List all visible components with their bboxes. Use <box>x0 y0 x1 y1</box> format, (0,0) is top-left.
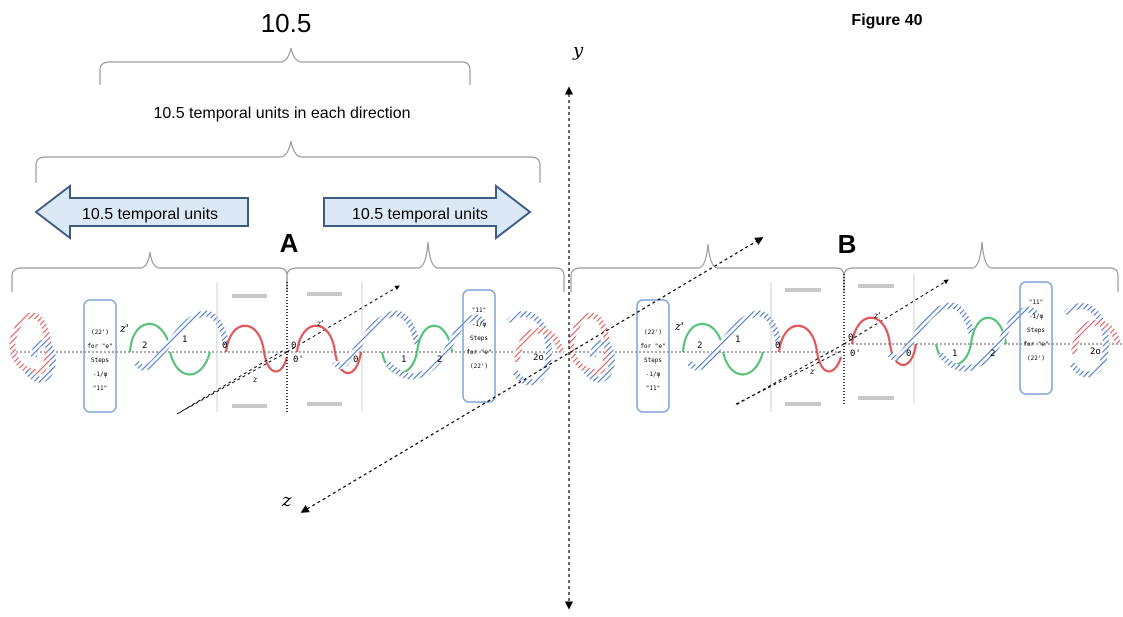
panel-1-box-line5: (22') <box>91 329 109 336</box>
point-a-label: A <box>280 228 299 258</box>
panel-4-label-two-o: 2o <box>1090 347 1101 357</box>
panel-4-label-two: 2 <box>990 349 995 359</box>
panel-1-label-one: 1 <box>182 335 187 345</box>
panel-4-box-line3: Steps <box>1027 327 1045 334</box>
panel-1-box-line3: Steps <box>91 357 109 364</box>
wave-panel-2: "11" -1/φ Steps for "e" (22') 0 0' 0 1 2… <box>176 282 564 415</box>
panel-1-label-zero: 0 <box>222 341 227 351</box>
panel-4-label-zprime: z' <box>873 311 880 320</box>
panel-2-label-zero: 0 <box>291 341 296 351</box>
span-caption: 10.5 temporal units in each direction <box>153 105 410 122</box>
panel-4-label-z: z <box>809 367 815 376</box>
panel-3-box-line5: (22') <box>644 329 662 336</box>
panel-2-label-zero-b: 0 <box>353 355 358 365</box>
panel-3-box-line3: Steps <box>644 357 662 364</box>
right-block-arrow: 10.5 temporal units <box>323 183 532 241</box>
panel-2-box-line3: Steps <box>470 335 488 342</box>
arrow-left-label: 10.5 temporal units <box>82 206 218 223</box>
upper-brace <box>99 47 471 85</box>
panel-3-box-line1: "11" <box>646 385 660 392</box>
panel-2-label-zero-prime: 0' <box>293 355 304 365</box>
panel-2-box-line1: "11" <box>472 307 486 314</box>
panel-1-label-zprime: z' <box>119 322 129 335</box>
panel-2-label-two: 2 <box>437 355 442 365</box>
top-value: 10.5 <box>261 8 312 38</box>
panel-4-label-zero: 0 <box>848 333 853 343</box>
panel-4-label-zero-b: 0 <box>906 349 911 359</box>
panel-4-box-line4: for "e" <box>1023 341 1048 348</box>
z-axis-label: z <box>281 490 292 511</box>
panel-4-box-line2: -1/φ <box>1029 313 1044 320</box>
panel-1-label-two: 2 <box>142 341 147 351</box>
panel-3-label-zero: 0 <box>775 341 780 351</box>
panel-2-label-zprime: z' <box>316 319 323 328</box>
panel-1-box-line1: "11" <box>93 385 107 392</box>
panel-2-label-one: 1 <box>401 355 406 365</box>
panel-4-box-line5: (22') <box>1027 355 1045 362</box>
panel-4-label-zero-prime: 0' <box>850 349 861 359</box>
z-axis <box>300 237 764 513</box>
panel-2-label-z: z <box>252 375 258 384</box>
panel-3-box-line2: -1/φ <box>646 371 661 378</box>
panel-3-box-line4: for "e" <box>640 343 665 350</box>
panel-4-box-line1: "11" <box>1029 299 1043 306</box>
panel-3-label-one: 1 <box>735 335 740 345</box>
wave-panel-1: (22') for "e" Steps -1/φ "11" 2 1 0 z' <box>9 282 289 415</box>
segment-brace-2 <box>286 241 565 292</box>
panel-4-label-one: 1 <box>952 349 957 359</box>
panel-1-box-line2: -1/φ <box>93 371 108 378</box>
panel-3-label-two: 2 <box>697 341 702 351</box>
panel-1-box-line4: for "e" <box>87 343 112 350</box>
point-b-label: B <box>838 229 857 259</box>
left-block-arrow: 10.5 temporal units <box>34 183 249 241</box>
segment-brace-3 <box>570 243 845 292</box>
segment-brace-4 <box>843 241 1119 292</box>
y-axis-label: y <box>572 40 584 61</box>
panel-2-box-line2: -1/φ <box>472 321 487 328</box>
panel-2-box-line4: for "e" <box>466 349 491 356</box>
segment-brace-1 <box>11 251 288 292</box>
panel-2-box-line5: (22') <box>470 363 488 370</box>
panel-2-label-two-o: 2o <box>533 353 544 363</box>
figure-label: Figure 40 <box>851 12 922 29</box>
wide-brace <box>35 140 541 183</box>
wave-panel-3: (22') for "e" Steps -1/φ "11" 2 1 0 z' <box>568 282 844 413</box>
arrow-right-label: 10.5 temporal units <box>352 206 488 223</box>
panel-3-label-zprime: z' <box>674 320 684 333</box>
wave-panel-4: "11" -1/φ Steps for "e" (22') 0 0' 0 1 2… <box>733 274 1123 407</box>
